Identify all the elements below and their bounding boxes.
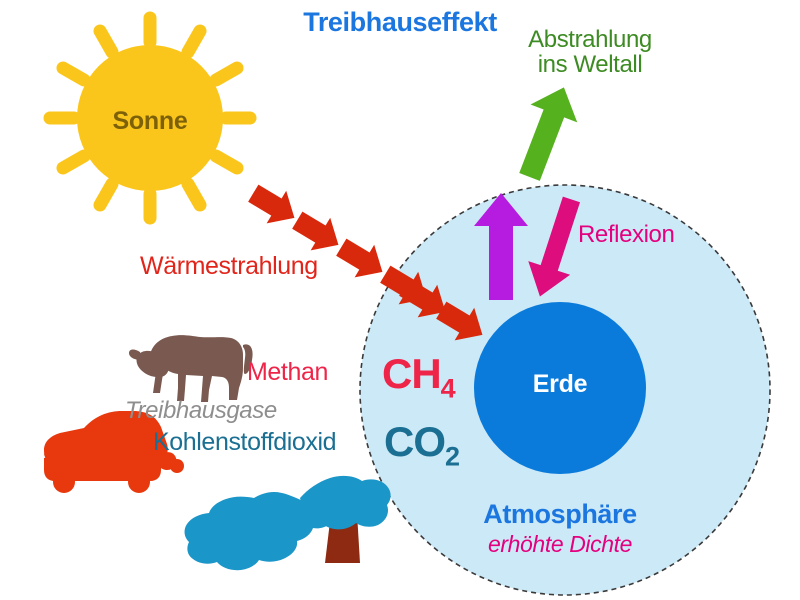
carbon-dioxide-label: Kohlenstoffdioxid <box>153 428 337 456</box>
sun-label: Sonne <box>112 107 188 135</box>
sun-ray <box>93 24 119 59</box>
atmosphere-density-label: erhöhte Dichte <box>488 531 632 557</box>
cow-tail <box>243 344 253 374</box>
cow-head <box>136 350 169 378</box>
sun-rays <box>43 11 257 225</box>
carbon-dioxide-formula-main: CO <box>384 418 446 465</box>
smoke-cloud <box>184 492 350 571</box>
heat-arrow <box>248 184 295 224</box>
car-exhaust-puff-small <box>170 459 184 473</box>
methane-label: Methan <box>247 358 328 386</box>
sun-ray <box>181 24 207 59</box>
methane-formula-subscript: 4 <box>440 373 456 404</box>
factory-chimney-icon <box>184 475 391 571</box>
sun-disc <box>77 45 223 191</box>
car-roof <box>44 411 168 462</box>
sun-ray <box>56 149 91 175</box>
upward-arrow-shape <box>474 193 528 300</box>
sun-ray <box>209 149 244 175</box>
heat-arrow <box>436 301 483 341</box>
reflection-arrow <box>528 196 581 297</box>
car-icon <box>44 411 184 493</box>
cow-body <box>150 335 243 402</box>
heat-arrow <box>399 278 446 318</box>
space-radiation-label-line2: ins Weltall <box>537 51 643 79</box>
sun-ray <box>93 177 119 212</box>
heat-radiation-arrows <box>248 184 483 341</box>
reflection-arrow-shape <box>528 196 581 297</box>
cow-ear <box>129 349 141 360</box>
heat-arrow <box>292 211 339 251</box>
carbon-dioxide-formula-subscript: 2 <box>445 441 460 472</box>
atmosphere-label: Atmosphäre <box>483 499 637 529</box>
greenhouse-gases-label: Treibhausgase <box>125 397 277 424</box>
page-title: Treibhauseffekt <box>303 7 497 37</box>
earth-circle <box>474 302 646 474</box>
space-arrow-shape <box>519 87 578 181</box>
upward-radiation-arrow <box>474 193 528 300</box>
car-wheel-front <box>53 471 75 493</box>
methane-formula-main: CH <box>382 350 442 397</box>
cow-icon <box>129 335 253 402</box>
sun-ray <box>209 61 244 87</box>
methane-formula: CH4 <box>382 350 456 404</box>
space-radiation-label-line1: Abstrahlung <box>528 26 652 53</box>
heat-arrow <box>336 238 383 278</box>
sun-group <box>43 11 257 225</box>
carbon-dioxide-formula: CO2 <box>384 418 460 472</box>
sun-ray <box>181 177 207 212</box>
car-wheel-rear <box>128 471 150 493</box>
heat-radiation-label: Wärmestrahlung <box>140 252 318 280</box>
smoke-cloud-upper <box>300 475 391 530</box>
space-radiation-arrow <box>519 87 578 181</box>
reflection-label: Reflexion <box>578 221 675 248</box>
sun-ray <box>56 61 91 87</box>
earth-label: Erde <box>532 370 588 398</box>
